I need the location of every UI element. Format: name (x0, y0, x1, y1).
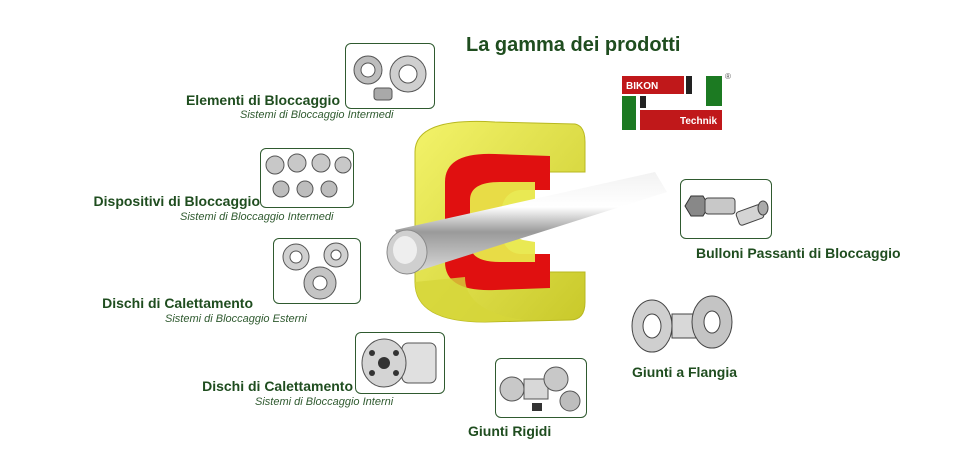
thumb-elementi-di-bloccaggio[interactable] (345, 43, 435, 109)
label-giunti-a-flangia[interactable]: Giunti a Flangia (632, 364, 738, 380)
logo-text-technik: Technik (680, 116, 717, 127)
locking-elements-icon (353, 55, 427, 101)
thumb-giunti-rigidi[interactable] (495, 358, 587, 418)
thumb-giunti-a-flangia[interactable] (628, 292, 738, 362)
sub-dischi-esterni: Sistemi di Bloccaggio Esterni (165, 313, 307, 325)
locking-bolts-icon (684, 195, 769, 226)
rigid-couplings-icon (499, 366, 581, 412)
shrink-discs-icon (282, 242, 349, 300)
thumb-dischi-esterni[interactable] (273, 238, 361, 304)
sub-dischi-interni: Sistemi di Bloccaggio Interni (255, 396, 394, 408)
internal-shrink-disc-icon (361, 338, 437, 388)
label-giunti-rigidi[interactable]: Giunti Rigidi (468, 423, 552, 439)
thumb-dispositivi-di-bloccaggio[interactable] (260, 148, 354, 208)
label-dispositivi-di-bloccaggio[interactable]: Dispositivi di Bloccaggio (93, 193, 260, 209)
label-bulloni-passanti[interactable]: Bulloni Passanti di Bloccaggio (696, 245, 901, 261)
locking-devices-icon (265, 153, 352, 198)
thumb-dischi-interni[interactable] (355, 332, 445, 394)
sub-dispositivi-di-bloccaggio: Sistemi di Bloccaggio Intermedi (180, 211, 334, 223)
hero-illustration (375, 112, 675, 332)
page-title: La gamma dei prodotti (466, 34, 681, 56)
label-elementi-di-bloccaggio[interactable]: Elementi di Bloccaggio (185, 92, 340, 108)
shaft-hub-icon (386, 120, 667, 323)
sub-elementi-di-bloccaggio: Sistemi di Bloccaggio Intermedi (240, 109, 394, 121)
bikon-logo-icon: BIKON Technik (620, 74, 724, 132)
label-dischi-esterni[interactable]: Dischi di Calettamento (102, 295, 253, 311)
flange-couplings-icon (631, 295, 733, 353)
registered-mark: ® (725, 72, 731, 81)
bikon-logo[interactable]: BIKON Technik (620, 74, 724, 132)
thumb-bulloni-passanti[interactable] (680, 179, 772, 239)
label-dischi-interni[interactable]: Dischi di Calettamento (202, 378, 353, 394)
logo-text-bikon: BIKON (626, 81, 658, 92)
